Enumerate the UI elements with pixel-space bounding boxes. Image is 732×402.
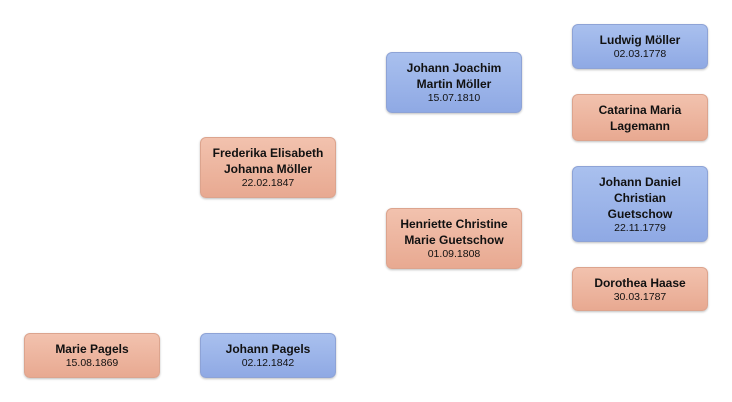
person-catarina-lagemann[interactable]: Catarina Maria Lagemann [572, 94, 708, 141]
person-name: Johann Pagels [225, 342, 311, 356]
person-johann-daniel-guetschow[interactable]: Johann Daniel Christian Guetschow 22.11.… [572, 166, 708, 242]
person-johann-joachim-moeller[interactable]: Johann Joachim Martin Möller 15.07.1810 [386, 52, 522, 113]
person-name: Catarina Maria Lagemann [598, 102, 682, 133]
person-date: 02.12.1842 [241, 357, 295, 369]
person-date: 30.03.1787 [613, 290, 667, 303]
person-date: 22.11.1779 [614, 221, 666, 234]
person-marie-pagels[interactable]: Marie Pagels 15.08.1869 [24, 333, 160, 378]
person-henriette-guetschow[interactable]: Henriette Christine Marie Guetschow 01.0… [386, 208, 522, 269]
person-date: 15.07.1810 [427, 92, 481, 104]
person-date: 02.03.1778 [613, 48, 667, 60]
person-johann-pagels[interactable]: Johann Pagels 02.12.1842 [200, 333, 336, 378]
person-name: Marie Pagels [55, 342, 129, 356]
person-date: 15.08.1869 [65, 357, 119, 369]
person-name: Dorothea Haase [594, 275, 686, 290]
person-date: 22.02.1847 [241, 177, 295, 189]
person-date: 01.09.1808 [427, 248, 481, 260]
person-dorothea-haase[interactable]: Dorothea Haase 30.03.1787 [572, 267, 708, 311]
person-name: Johann Daniel Christian Guetschow [598, 174, 681, 221]
person-name: Ludwig Möller [599, 33, 681, 47]
person-name: Frederika Elisabeth Johanna Möller [212, 146, 324, 176]
person-name: Johann Joachim Martin Möller [406, 61, 502, 91]
person-ludwig-moeller[interactable]: Ludwig Möller 02.03.1778 [572, 24, 708, 69]
person-name: Henriette Christine Marie Guetschow [400, 217, 508, 247]
person-frederika-moeller[interactable]: Frederika Elisabeth Johanna Möller 22.02… [200, 137, 336, 198]
